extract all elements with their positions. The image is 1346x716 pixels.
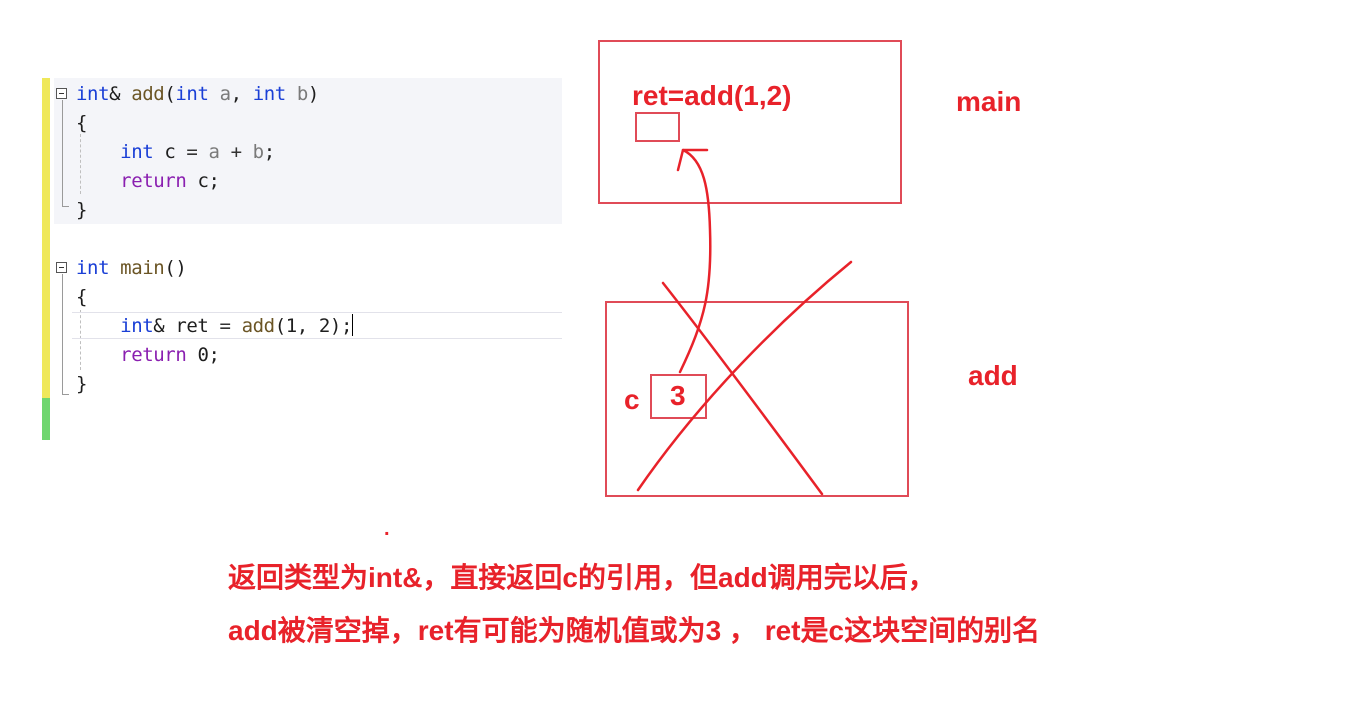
text-caret — [352, 314, 354, 336]
token: c — [164, 141, 176, 163]
stray-dot: . — [384, 518, 390, 540]
indent-guide — [80, 310, 81, 370]
code-line-close-brace[interactable]: } — [76, 370, 87, 399]
keyword-return: return — [120, 344, 187, 366]
token: } — [76, 199, 88, 221]
token: b — [252, 141, 264, 163]
token: ret — [175, 315, 209, 337]
token: a — [208, 141, 220, 163]
collapse-main-icon[interactable] — [56, 262, 67, 273]
token: ; — [208, 344, 220, 366]
function-name: main — [120, 257, 165, 279]
keyword-int: int — [76, 257, 110, 279]
token: & — [109, 83, 121, 105]
code-line-open-brace[interactable]: { — [76, 283, 87, 312]
code-line-main-signature[interactable]: int main() — [76, 254, 187, 283]
fold-end — [62, 394, 69, 395]
caption-line-1: 返回类型为int&，直接返回c的引用，但add调用完以后， — [228, 562, 936, 593]
keyword-int: int — [252, 83, 287, 105]
code-editor[interactable]: int& add(int a, int b) { int c = a + b; … — [42, 78, 562, 440]
change-marker-green — [42, 398, 50, 440]
token: ; — [263, 141, 275, 163]
code-line-close-brace[interactable]: } — [76, 196, 87, 225]
change-marker-yellow — [42, 78, 50, 398]
token: 0 — [197, 344, 209, 366]
keyword-return: return — [120, 170, 187, 192]
fold-line — [62, 274, 63, 394]
token: + — [219, 141, 253, 163]
code-line-return-c[interactable]: return c; — [76, 167, 220, 196]
token: { — [76, 286, 88, 308]
param-a: a — [219, 83, 231, 105]
code-line-open-brace[interactable]: { — [76, 109, 87, 138]
token: & — [153, 315, 176, 337]
token: ; — [208, 170, 220, 192]
c-cell — [650, 374, 707, 419]
token: , — [230, 83, 253, 105]
token: () — [164, 257, 187, 279]
param-b: b — [296, 83, 308, 105]
keyword-int: int — [76, 83, 110, 105]
token: = — [175, 141, 209, 163]
arrow-head — [676, 148, 709, 172]
token: ; — [340, 315, 353, 337]
token: { — [76, 112, 88, 134]
token: c — [197, 170, 209, 192]
token: } — [76, 373, 88, 395]
main-frame-label: main — [956, 86, 1022, 117]
add-frame-label: add — [968, 360, 1018, 391]
keyword-int: int — [120, 315, 154, 337]
c-value: 3 — [670, 380, 686, 411]
indent-guide — [80, 134, 81, 194]
current-line-highlight — [72, 312, 562, 339]
code-line-return-0[interactable]: return 0; — [76, 341, 220, 370]
token: ) — [307, 83, 319, 105]
cross-stroke-2 — [636, 260, 853, 492]
add-function-highlight — [54, 78, 562, 224]
caption-line-2: add被清空掉，ret有可能为随机值或为3 ， ret是c这块空间的别名 — [228, 615, 1041, 646]
fold-line — [62, 100, 63, 206]
add-stack-frame — [605, 301, 909, 497]
main-expression-label: ret=add(1,2) — [632, 80, 792, 111]
collapse-add-icon[interactable] — [56, 88, 67, 99]
code-line-add-signature[interactable]: int& add(int a, int b) — [76, 80, 319, 109]
token: = — [208, 315, 242, 337]
keyword-int: int — [175, 83, 209, 105]
keyword-int: int — [120, 141, 154, 163]
ret-cell — [635, 112, 680, 142]
function-name: add — [131, 83, 165, 105]
code-line-int-c[interactable]: int c = a + b; — [76, 138, 275, 167]
function-name: add — [241, 315, 276, 337]
token: ( — [164, 83, 176, 105]
main-stack-frame — [598, 40, 902, 204]
reference-arrow — [678, 148, 712, 374]
cross-stroke-1 — [661, 281, 824, 496]
token: (1, 2) — [274, 315, 342, 337]
code-line-ret-decl[interactable]: int& ret = add(1, 2); — [76, 312, 354, 341]
var-c-label: c — [624, 384, 640, 415]
fold-end — [62, 206, 69, 207]
